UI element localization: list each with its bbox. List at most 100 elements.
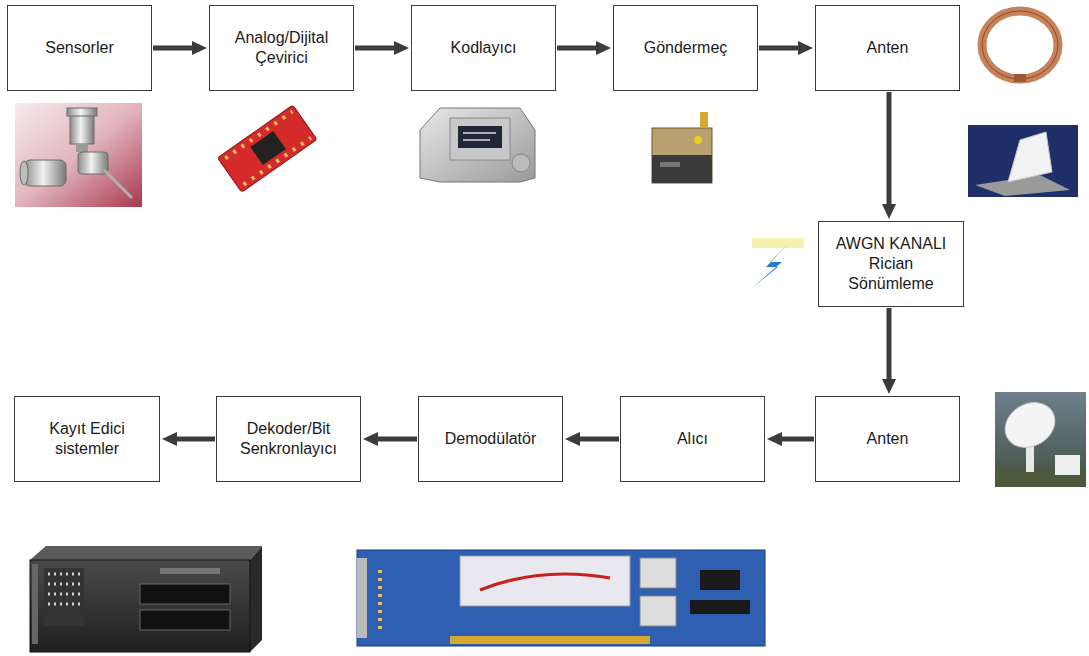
process-box: Kayıt Edici sistemler [14,396,160,482]
pcb-card-photo-part [690,600,750,614]
lightning-symbol-part [752,240,792,288]
flow-arrow [759,46,802,51]
encoder-photo-part [450,118,510,160]
process-box: Analog/Dijital Çevirici [209,5,354,91]
box-label: AWGN KANALI Rician Sönümleme [831,234,951,294]
process-box: Sensorler [7,5,152,91]
sensor-photo-part [20,161,28,185]
recorder-rack-photo-part [160,568,220,574]
encoder-photo-part [420,108,535,182]
flow-arrow [557,46,600,51]
pcb-card-photo-part [640,558,676,588]
pcb-card-photo-part [378,570,382,630]
pcb-card-photo-part [700,570,740,590]
dish-antenna-photo-part [997,394,1063,456]
sensor-photo-part [15,103,142,207]
sensor-photo-part [70,114,94,144]
pcb-card-photo [357,550,765,646]
recorder-rack-photo-part [48,603,82,606]
transmitter-photo-part [652,155,712,183]
ring-antenna-photo [982,11,1058,82]
encoder-photo [420,108,535,182]
flow-arrow [153,46,196,51]
flow-arrow [374,437,417,442]
ring-antenna-photo-part [982,11,1058,79]
adc-board-photo-part [225,111,292,158]
blade-antenna-photo-part [968,125,1078,197]
box-label: Göndermeç [644,38,728,58]
ring-antenna-photo-part [1014,74,1026,82]
process-box: AWGN KANALI Rician Sönümleme [818,221,964,307]
pcb-card-photo-part [357,550,765,646]
adc-board-photo-part [218,105,317,192]
pcb-card-photo-part [357,558,367,638]
recorder-rack-photo-part [30,546,262,560]
pcb-card-photo-part [450,636,650,644]
transmitter-photo [652,112,712,183]
sensor-photo [15,103,142,207]
transmitter-photo-part [660,162,680,167]
process-box: Anten [815,396,960,482]
transmitter-photo-part [694,136,702,144]
encoder-photo-part [458,126,502,148]
dish-antenna-photo-part [1055,455,1080,475]
adc-board-photo-part [250,131,286,165]
recorder-rack-photo-part [48,573,82,576]
recorder-rack-photo-part [250,546,262,652]
box-label: Anten [867,38,909,58]
box-label: Alıcı [677,429,708,449]
process-box: Anten [815,5,960,91]
recorder-rack-photo [30,546,262,652]
flow-arrow [576,437,619,442]
dish-antenna-photo-part [995,392,1086,487]
recorder-rack-photo-part [44,568,84,626]
recorder-rack-photo-part [30,560,250,652]
ring-antenna-photo-part [982,11,1058,79]
flow-arrow [173,437,215,442]
recorder-rack-photo-part [140,610,230,630]
recorder-rack-photo-part [32,564,38,644]
pcb-card-photo-part [480,574,610,590]
box-label: Dekoder/Bit Senkronlayıcı [229,419,348,459]
sensor-photo-part [24,160,66,186]
encoder-photo-part [512,154,530,172]
flow-arrow [355,46,398,51]
transmitter-photo-part [652,128,712,183]
process-box: Dekoder/Bit Senkronlayıcı [216,396,361,482]
box-label: Anten [867,429,909,449]
sensor-photo-part [67,108,97,116]
sensor-photo-part [104,170,132,198]
recorder-rack-photo-part [48,593,82,596]
encoder-photo-part [463,139,490,141]
blade-antenna-photo-part [1008,132,1052,182]
recorder-rack-photo-part [140,584,230,604]
pcb-card-photo-part [640,596,676,626]
lightning-symbol-part [752,238,804,248]
adc-board-photo [218,105,317,192]
sensor-photo-part [76,144,88,152]
process-box: Göndermeç [613,5,758,91]
process-box: Kodlayıcı [411,5,556,91]
pcb-card-photo-part [460,556,630,606]
adc-board-photo-part [244,138,311,185]
dish-antenna-photo [995,392,1086,487]
encoder-photo-part [463,132,496,134]
flow-arrow [887,308,892,383]
box-label: Kodlayıcı [451,38,517,58]
box-label: Analog/Dijital Çevirici [222,28,341,68]
recorder-rack-photo-part [48,583,82,586]
box-label: Demodülatör [445,429,537,449]
process-box: Alıcı [620,396,765,482]
transmitter-photo-part [700,112,708,128]
process-box: Demodülatör [418,396,563,482]
blade-antenna-photo [968,125,1078,197]
flow-arrow [887,92,892,208]
box-label: Kayıt Edici sistemler [27,419,147,459]
flow-arrow [778,437,814,442]
lightning-symbol [752,238,804,288]
box-label: Sensorler [45,38,113,58]
